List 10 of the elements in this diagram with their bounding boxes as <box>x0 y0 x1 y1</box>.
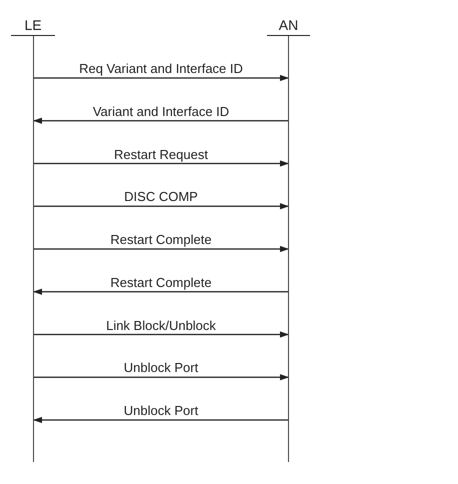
message-label: Restart Complete <box>108 232 214 247</box>
message-label: Link Block/Unblock <box>104 318 218 332</box>
message-label: DISC COMP <box>122 189 200 204</box>
participant-label: LE <box>11 14 55 36</box>
message-label: Unblock Port <box>122 360 200 376</box>
message-label: Variant and Interface ID <box>90 104 232 119</box>
participant-label: AN <box>267 14 310 36</box>
message-label: Unblock Port <box>122 403 200 418</box>
message-label: Restart Complete <box>108 274 214 290</box>
message-label: Req Variant and Interface ID <box>77 61 245 76</box>
